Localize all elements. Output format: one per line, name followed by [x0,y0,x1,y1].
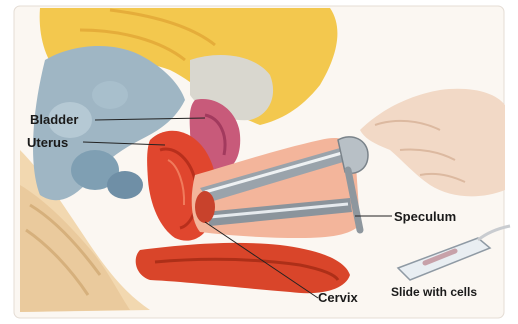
slide-with-cells-label: Slide with cells [391,286,477,298]
cervix [195,191,215,223]
uterus-label: Uterus [27,136,68,149]
speculum-label: Speculum [394,210,456,223]
cervix-label: Cervix [318,291,358,304]
bladder-label: Bladder [30,113,78,126]
